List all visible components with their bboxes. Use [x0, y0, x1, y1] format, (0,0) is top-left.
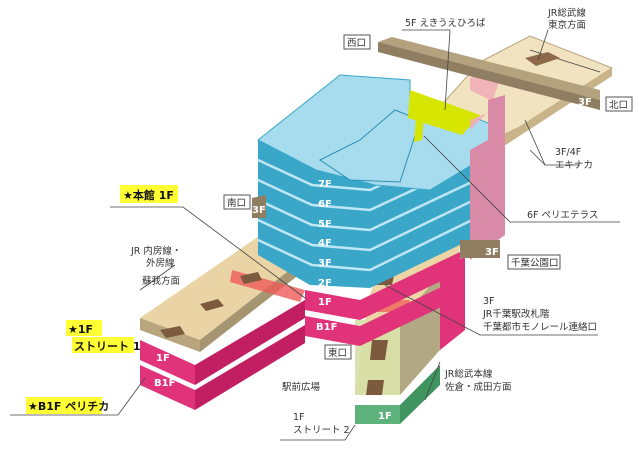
street2-label: ストリート 2 [293, 425, 350, 436]
main-building-lower: 1F B1F [305, 252, 460, 346]
sobu-main-line-label: JR総武本線 [444, 368, 493, 380]
tokyo-direction-label: 東京方面 [548, 19, 586, 31]
ekinaka-floor-label: 3F/4F [555, 147, 581, 158]
north-3f-badge: 3F [578, 97, 592, 108]
floor-2f-label: 2F [318, 278, 332, 289]
street2-floor-text: 1F [293, 412, 305, 423]
sw-b1f-label: B1F [154, 378, 175, 389]
south-exit-label: 南口 [227, 197, 246, 209]
monorail-label: 千葉都市モノレール連絡口 [483, 321, 597, 333]
ekimae-plaza-label: 駅前広場 [282, 381, 321, 393]
sw-1f-label: 1F [156, 353, 170, 364]
street2-1f-block [355, 405, 400, 424]
floor-5f-label: 5F [318, 219, 332, 230]
sw-1f-block [140, 340, 195, 385]
highlighted-labels: ★本館 1F ★1F ストリート 1 ★B1F ペリチカ [26, 185, 178, 414]
ekinaka-label: エキナカ [555, 160, 593, 171]
exit-labels: 西口 北口 南口 東口 千葉公園口 [223, 34, 633, 360]
southwest-track-arm: 1F B1F [140, 232, 305, 410]
floor-6f-label: 6F [318, 199, 332, 210]
uchibo-line-label: JR 内房線・ [130, 245, 181, 257]
annotations: 5F えきうえひろば JR総武線 東京方面 3F/4F エキナカ 6F ペリエテ… [130, 7, 598, 436]
east-exit-label: 東口 [328, 347, 347, 359]
south-3f-badge: 3F [252, 205, 266, 216]
west-exit-label: 西口 [347, 38, 366, 49]
floor-3f-label: 3F [318, 258, 332, 269]
floor-1f-label: 1F [318, 297, 332, 308]
floor-7f-label: 7F [318, 179, 332, 190]
gate-label: JR千葉駅改札階 [482, 308, 550, 320]
main-building: 7F 6F 5F 4F 3F 2F [257, 70, 505, 289]
platform-mark [525, 52, 560, 66]
hiroba-label: 5F えきうえひろば [405, 18, 486, 29]
honkan-1f-label: ★本館 1F [123, 188, 174, 202]
sakura-narita-label: 佐倉・成田方面 [445, 381, 512, 393]
soga-direction-label: 蘇我方面 [142, 275, 180, 287]
north-corridor-3f: 3F 3F 3F [252, 37, 600, 258]
gate-floor-label: 3F [483, 296, 495, 307]
chiba-park-exit-label: 千葉公園口 [511, 257, 559, 269]
street1-label: ストリート 1 [74, 340, 140, 353]
street2-floor-label: 1F [378, 411, 392, 422]
terrace-label: 6F ペリエテラス [527, 210, 598, 221]
floor-b1f-label: B1F [316, 322, 337, 333]
leader-lines [10, 29, 620, 441]
north-exit-label: 北口 [609, 100, 628, 111]
perichika-label: ★B1F ペリチカ [28, 400, 109, 413]
floor-4f-label: 4F [318, 238, 332, 249]
park-3f-badge: 3F [485, 247, 499, 258]
street1-floor-label: ★1F [68, 323, 93, 336]
ekiue-hiroba-area [408, 90, 480, 135]
sobu-line-label: JR総武線 [547, 7, 586, 19]
sw-b1f-block [140, 365, 195, 410]
sotobo-line-label: 外房線 [146, 257, 175, 269]
